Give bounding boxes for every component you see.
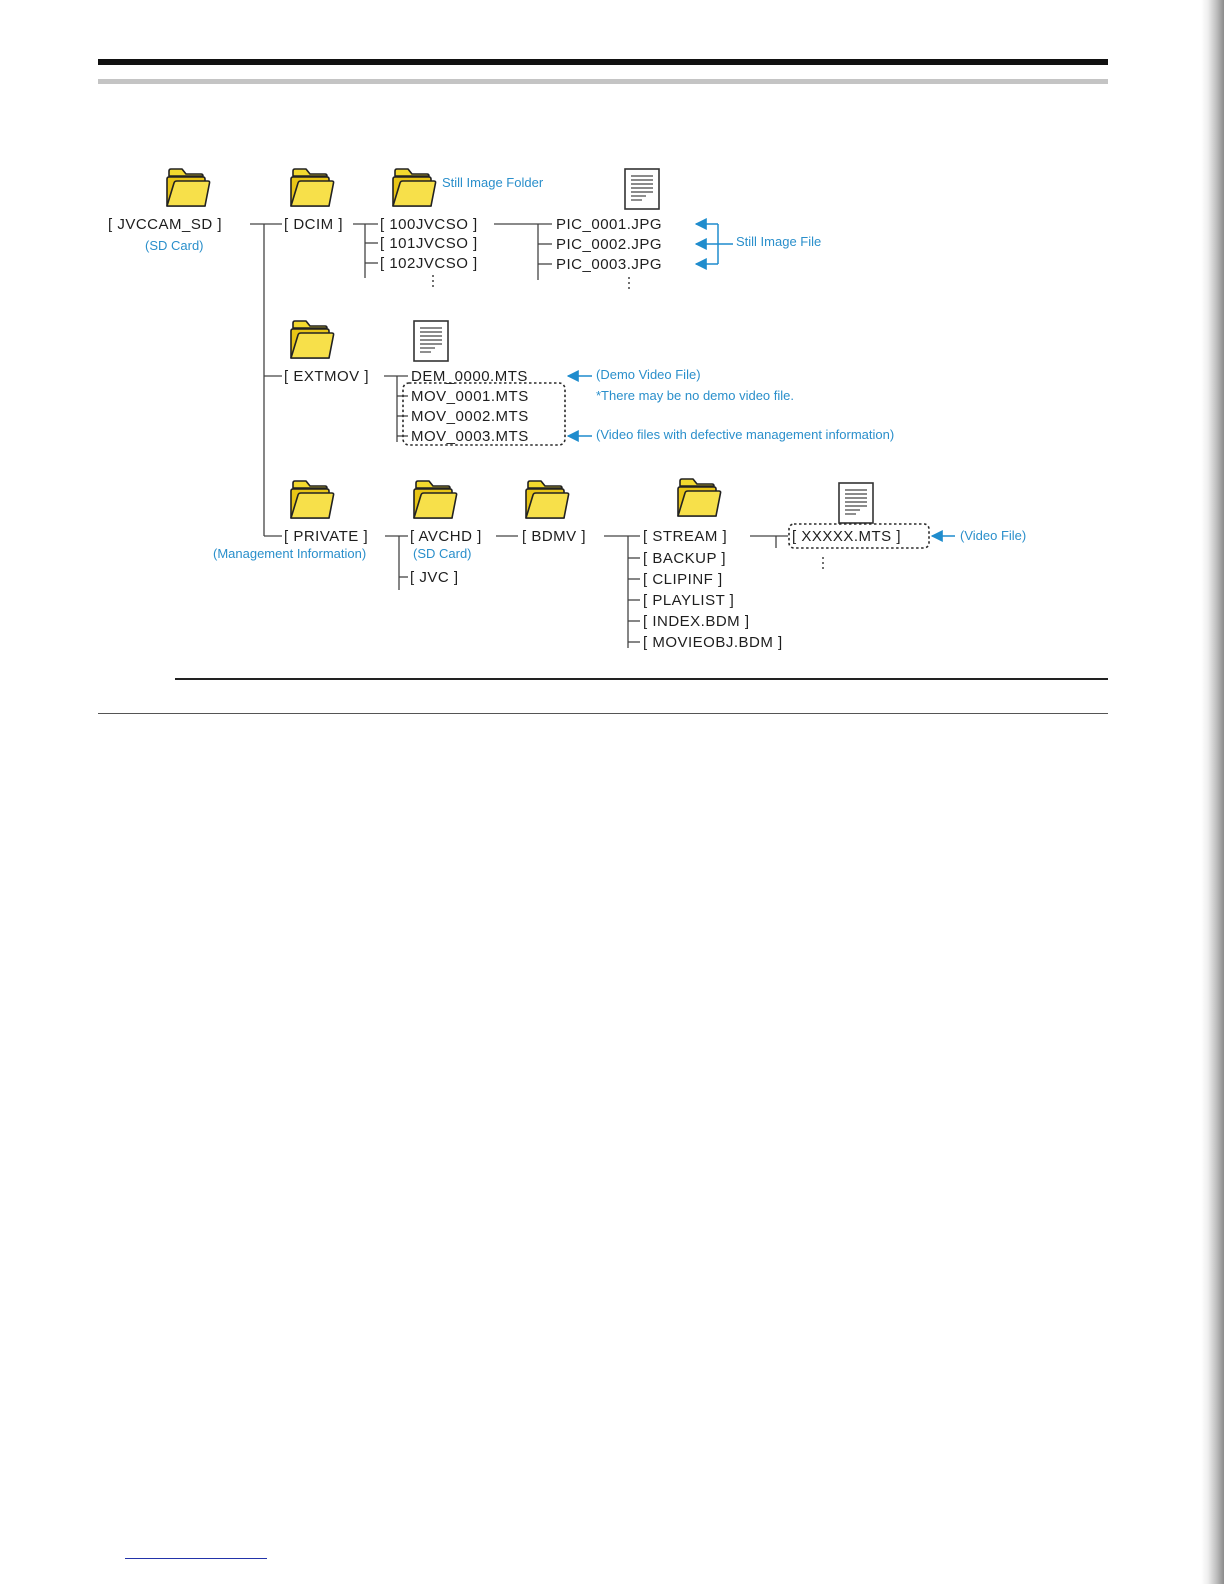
node-mov-0002: MOV_0002.MTS xyxy=(411,408,529,425)
node-stream: [ STREAM ] xyxy=(643,528,727,545)
header-rule xyxy=(98,59,1108,65)
node-avchd: [ AVCHD ] xyxy=(410,528,482,545)
node-backup: [ BACKUP ] xyxy=(643,550,726,567)
footer-link-underline[interactable] xyxy=(125,1558,267,1559)
note-no-demo: *There may be no demo video file. xyxy=(596,388,794,403)
folder-icon xyxy=(677,478,722,517)
folder-icon xyxy=(392,168,437,207)
node-index-bdm: [ INDEX.BDM ] xyxy=(643,613,750,630)
node-private: [ PRIVATE ] xyxy=(284,528,368,545)
node-jvccam-sd: [ JVCCAM_SD ] xyxy=(108,216,222,233)
node-102jvcso: [ 102JVCSO ] xyxy=(380,255,478,272)
node-dcim: [ DCIM ] xyxy=(284,216,343,233)
document-icon xyxy=(624,168,660,210)
page-edge-shadow xyxy=(1201,0,1224,1584)
section-divider xyxy=(98,713,1108,714)
folder-icon xyxy=(290,480,335,519)
node-pic-0003: PIC_0003.JPG xyxy=(556,256,662,273)
defective-files-group xyxy=(402,382,566,446)
folder-icon xyxy=(290,320,335,359)
annotation-arrows xyxy=(566,218,955,542)
note-demo-video-file: (Demo Video File) xyxy=(596,367,701,382)
folder-icon xyxy=(525,480,570,519)
tree-connectors xyxy=(250,223,788,648)
video-file-group xyxy=(788,523,930,549)
node-mov-0003: MOV_0003.MTS xyxy=(411,428,529,445)
folder-icon xyxy=(290,168,335,207)
note-video-file: (Video File) xyxy=(960,528,1026,543)
document-icon xyxy=(838,482,874,524)
node-jvc: [ JVC ] xyxy=(410,569,459,586)
header-subrule xyxy=(98,79,1108,84)
node-playlist: [ PLAYLIST ] xyxy=(643,592,734,609)
note-management-information: (Management Information) xyxy=(213,546,366,561)
node-xxxxx-mts: [ XXXXX.MTS ] xyxy=(792,528,901,545)
ellipsis-marks xyxy=(432,275,824,569)
document-icon xyxy=(413,320,449,362)
node-pic-0002: PIC_0002.JPG xyxy=(556,236,662,253)
node-extmov: [ EXTMOV ] xyxy=(284,368,369,385)
folder-icon xyxy=(413,480,458,519)
node-dem-0000: DEM_0000.MTS xyxy=(411,368,528,385)
node-bdmv: [ BDMV ] xyxy=(522,528,586,545)
node-pic-0001: PIC_0001.JPG xyxy=(556,216,662,233)
diagram-bottom-rule xyxy=(175,678,1108,680)
note-still-image-folder: Still Image Folder xyxy=(442,175,544,190)
note-still-image-file: Still Image File xyxy=(736,234,821,249)
note-avchd-sd-card: (SD Card) xyxy=(413,546,472,561)
folder-structure-diagram: [ JVCCAM_SD ] [ DCIM ] [ 100JVCSO ] [ 10… xyxy=(108,168,1026,651)
node-100jvcso: [ 100JVCSO ] xyxy=(380,216,478,233)
note-sd-card: (SD Card) xyxy=(145,238,204,253)
node-mov-0001: MOV_0001.MTS xyxy=(411,388,529,405)
node-101jvcso: [ 101JVCSO ] xyxy=(380,235,478,252)
note-defective-info: (Video files with defective management i… xyxy=(596,427,894,442)
folder-icon xyxy=(166,168,211,207)
node-movieobj-bdm: [ MOVIEOBJ.BDM ] xyxy=(643,634,783,651)
node-clipinf: [ CLIPINF ] xyxy=(643,571,723,588)
